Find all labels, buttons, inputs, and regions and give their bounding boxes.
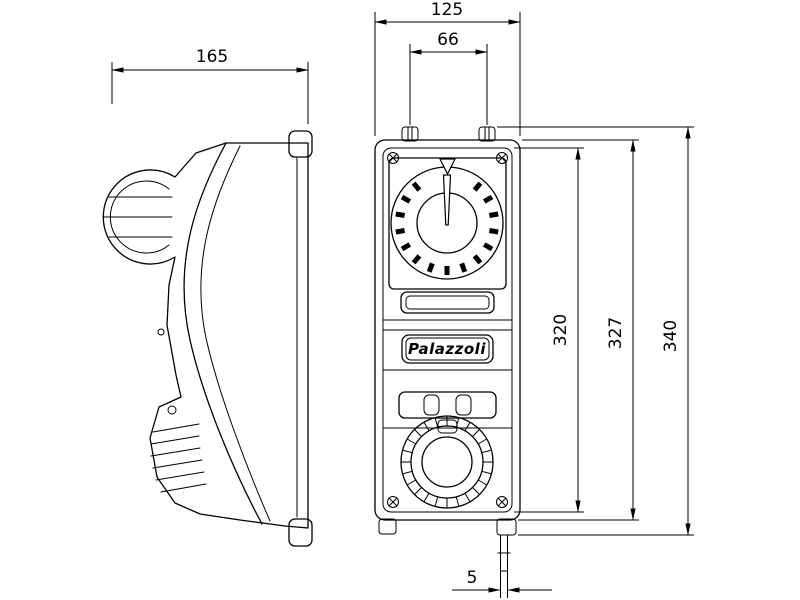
dim-165-label: 165 (196, 47, 228, 67)
dimension-height-327: 327 (518, 139, 639, 521)
brand-plate: Palazzoli (401, 334, 494, 364)
side-latch-pin (157, 328, 165, 336)
timer-window-inner (405, 295, 490, 310)
dim-125-extension-lines (374, 12, 521, 136)
socket-ring-mid (410, 425, 484, 499)
timer-pointer-flag (439, 158, 456, 175)
dim-66-extension-lines (409, 44, 488, 125)
dimension-offset-5: 5 (452, 568, 552, 598)
side-bottom-mount-tab (288, 518, 313, 547)
timer-module (388, 157, 507, 314)
socket-assembly (400, 415, 494, 509)
side-hinge-pin (167, 405, 177, 415)
front-body-outline (374, 139, 521, 521)
dimension-depth-165: 165 (111, 47, 309, 124)
corner-screw-bottom-left (387, 496, 399, 508)
dim-165-extension-lines (111, 62, 309, 124)
timer-needle (442, 174, 452, 226)
mount-tab-left (401, 126, 419, 142)
body-seam-lines (382, 319, 513, 429)
mount-tab-right (478, 126, 496, 142)
dim-320-label: 320 (551, 314, 571, 346)
front-view: Palazzoli (374, 126, 521, 572)
foot-right (496, 518, 517, 536)
dim-125-label: 125 (431, 0, 463, 20)
dim-66-label: 66 (437, 30, 459, 50)
cable-gland (497, 534, 511, 572)
dim-5-extension-lines (500, 571, 508, 598)
timer-window (400, 291, 495, 314)
timer-dial-ticks (395, 181, 499, 275)
side-socket-knurl-lines (150, 423, 207, 493)
dim-327-label: 327 (606, 317, 626, 349)
corner-screw-bottom-right (496, 496, 508, 508)
brand-logo-text: Palazzoli (408, 340, 486, 358)
socket-knurl (401, 416, 493, 508)
side-dome-ribs (102, 196, 173, 238)
dim-320-extension-lines (514, 147, 584, 513)
dimension-mount-spacing-66: 66 (409, 30, 488, 125)
socket-face (421, 436, 473, 488)
dim-5-label: 5 (467, 568, 478, 588)
side-view (102, 130, 313, 547)
side-lid-curve-inner (200, 145, 271, 522)
dim-327-extension-lines (518, 139, 639, 521)
dimension-height-340: 340 (497, 126, 694, 536)
side-lid-curve-outer (183, 142, 263, 525)
dimension-width-125: 125 (374, 0, 521, 136)
dim-340-label: 340 (661, 320, 681, 352)
timer-frame (388, 157, 507, 290)
foot-left (378, 518, 397, 535)
hinge-band (398, 391, 497, 419)
side-body-outline (102, 142, 309, 529)
dim-340-extension-lines (497, 126, 694, 536)
side-top-mount-tab (288, 130, 313, 158)
dimension-height-320: 320 (514, 147, 584, 513)
